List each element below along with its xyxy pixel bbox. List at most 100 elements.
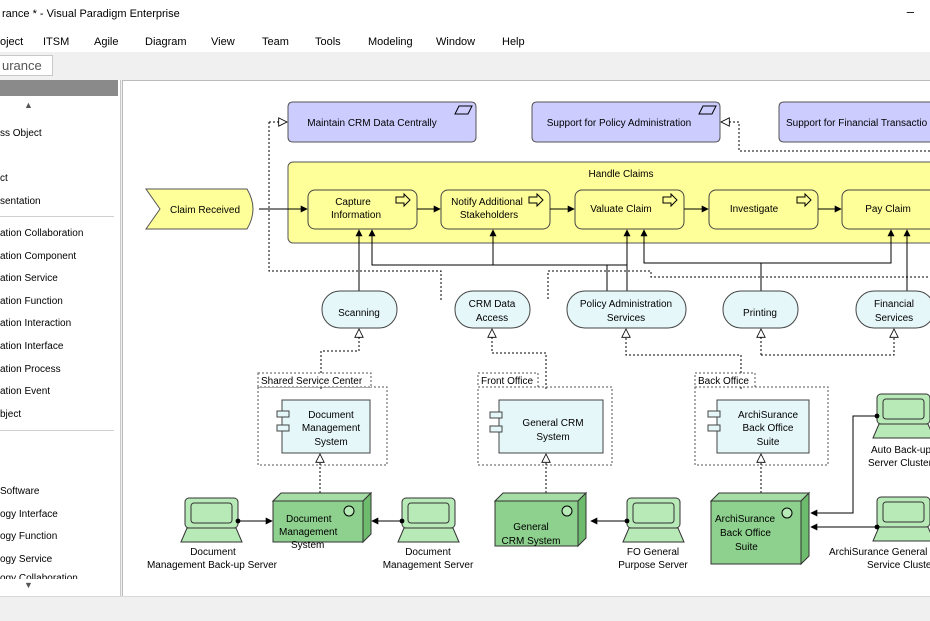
- device-auto-backup-cluster[interactable]: Auto Back-up Server Cluster: [868, 393, 930, 469]
- goal-financial-transactions[interactable]: Support for Financial Transactio: [778, 101, 930, 143]
- process-arrow-icon: [528, 192, 544, 208]
- palette-item-application-service[interactable]: ation Service: [0, 273, 58, 284]
- group-front-office[interactable]: Front Office: [477, 372, 613, 466]
- app-service-scanning[interactable]: Scanning: [321, 290, 398, 329]
- menu-itsm[interactable]: ITSM: [43, 36, 70, 48]
- app-service-financial[interactable]: Financial Services: [855, 290, 930, 329]
- service-label: Services: [607, 313, 645, 324]
- minimize-button[interactable]: –: [906, 4, 914, 19]
- component-archisurance-back-office[interactable]: ArchiSurance Back Office Suite: [707, 399, 810, 454]
- process-label: Stakeholders: [460, 210, 518, 221]
- menu-window[interactable]: Window: [436, 36, 476, 48]
- palette-item-product[interactable]: ct: [0, 173, 8, 184]
- scroll-up-icon[interactable]: ▲: [24, 100, 33, 110]
- menu-team[interactable]: Team: [262, 36, 289, 48]
- process-pay-claim[interactable]: Pay Claim: [841, 189, 930, 230]
- node-label: Back Office: [720, 528, 771, 539]
- component-icon: [489, 411, 503, 419]
- node-document-management[interactable]: Document Management System: [271, 491, 373, 551]
- node-realization-lines: [320, 454, 761, 493]
- menu-view[interactable]: View: [211, 36, 235, 48]
- group-label: Back Office: [698, 376, 749, 387]
- service-label: Scanning: [338, 308, 380, 319]
- component-label: ArchiSurance: [738, 410, 798, 421]
- palette-item-application-component[interactable]: ation Component: [0, 251, 77, 262]
- component-general-crm[interactable]: General CRM System: [489, 399, 604, 454]
- title-bar: rance * - Visual Paradigm Enterprise –: [0, 0, 930, 30]
- palette-item-technology-service[interactable]: ogy Service: [0, 554, 53, 565]
- palette-item-technology-collaboration[interactable]: ogy Collaboration: [0, 573, 78, 579]
- service-label: Policy Administration: [580, 299, 672, 310]
- menu-project[interactable]: oject: [0, 36, 24, 48]
- app-service-policy-administration[interactable]: Policy Administration Services: [566, 290, 687, 329]
- node-label: System: [291, 540, 324, 551]
- service-label: Printing: [743, 308, 777, 319]
- palette-item-application-interaction[interactable]: ation Interaction: [0, 318, 72, 329]
- palette-item-application-process[interactable]: ation Process: [0, 364, 61, 375]
- palette-item-representation[interactable]: sentation: [0, 196, 41, 207]
- palette-item-application-interface[interactable]: ation Interface: [0, 341, 64, 352]
- breadcrumb[interactable]: urance: [0, 55, 53, 76]
- menu-diagram[interactable]: Diagram: [145, 36, 187, 48]
- event-label: Claim Received: [170, 205, 240, 216]
- device-doc-mgmt-server[interactable]: Document Management Server: [383, 497, 474, 571]
- device-doc-mgmt-backup-server[interactable]: Document Management Back-up Server: [147, 497, 278, 571]
- group-shared-service-center[interactable]: Shared Service Center: [257, 372, 388, 466]
- menu-help[interactable]: Help: [502, 36, 525, 48]
- component-label: System: [536, 432, 569, 443]
- process-capture-information[interactable]: Capture Information: [307, 189, 418, 230]
- process-label: Capture: [335, 197, 371, 208]
- device-connections: [235, 413, 880, 531]
- device-archisurance-general-cluster[interactable]: ArchiSurance General Service Cluster: [829, 496, 930, 571]
- goal-icon: [454, 105, 473, 115]
- device-label: Management Back-up Server: [147, 560, 278, 571]
- process-arrow-icon: [662, 192, 678, 208]
- diagram-canvas[interactable]: Maintain CRM Data Centrally Support for …: [122, 80, 930, 597]
- palette-item-business-object[interactable]: ss Object: [0, 128, 42, 139]
- device-label: FO General: [627, 547, 679, 558]
- palette-item-application-function[interactable]: ation Function: [0, 296, 63, 307]
- component-label: System: [314, 437, 347, 448]
- goal-maintain-crm[interactable]: Maintain CRM Data Centrally: [287, 101, 477, 143]
- node-label: ArchiSurance: [715, 514, 775, 525]
- palette-item-system-software[interactable]: Software: [0, 486, 40, 497]
- component-label: General CRM: [522, 418, 583, 429]
- node-archisurance-back-office[interactable]: ArchiSurance Back Office Suite: [709, 491, 811, 566]
- process-notify-stakeholders[interactable]: Notify Additional Stakeholders: [440, 189, 551, 230]
- goal-label: Maintain CRM Data Centrally: [307, 118, 437, 129]
- palette-item-technology-interface[interactable]: ogy Interface: [0, 509, 58, 520]
- app-service-crm-data-access[interactable]: CRM Data Access: [454, 290, 531, 329]
- palette-item-application-event[interactable]: ation Event: [0, 386, 51, 397]
- process-valuate-claim[interactable]: Valuate Claim: [574, 189, 685, 230]
- palette-item-application-collaboration[interactable]: ation Collaboration: [0, 228, 84, 239]
- process-investigate[interactable]: Investigate: [708, 189, 819, 230]
- component-label: Suite: [757, 437, 780, 448]
- device-label: ArchiSurance General: [829, 547, 927, 558]
- device-fo-general-purpose-server[interactable]: FO General Purpose Server: [618, 497, 688, 571]
- device-label: Purpose Server: [618, 560, 688, 571]
- group-label: Shared Service Center: [261, 376, 363, 387]
- component-realization-lines: [320, 329, 894, 389]
- device-label: Service Cluster: [867, 560, 930, 571]
- node-icon: [343, 505, 355, 517]
- menu-tools[interactable]: Tools: [315, 36, 341, 48]
- palette-item-technology-function[interactable]: ogy Function: [0, 531, 58, 542]
- menu-modeling[interactable]: Modeling: [368, 36, 413, 48]
- window-title: rance * - Visual Paradigm Enterprise: [2, 8, 180, 20]
- goal-label: Support for Financial Transactio: [786, 118, 928, 129]
- process-label: Pay Claim: [865, 204, 911, 215]
- goal-policy-administration[interactable]: Support for Policy Administration: [531, 101, 721, 143]
- node-general-crm[interactable]: General CRM System: [493, 491, 588, 548]
- palette-item-data-object[interactable]: bject: [0, 409, 22, 420]
- component-label: Back Office: [743, 423, 794, 434]
- component-document-management[interactable]: Document Management System: [276, 399, 371, 454]
- menu-agile[interactable]: Agile: [94, 36, 119, 48]
- service-label: Financial: [874, 299, 914, 310]
- palette-header[interactable]: [0, 80, 118, 96]
- scroll-down-icon[interactable]: ▼: [24, 580, 33, 590]
- component-icon: [276, 424, 290, 432]
- diagram-palette: ▲ ss Object ct sentation ation Collabora…: [0, 80, 121, 596]
- node-label: Suite: [735, 542, 758, 553]
- app-service-printing[interactable]: Printing: [722, 290, 799, 329]
- event-claim-received[interactable]: Claim Received: [145, 188, 254, 230]
